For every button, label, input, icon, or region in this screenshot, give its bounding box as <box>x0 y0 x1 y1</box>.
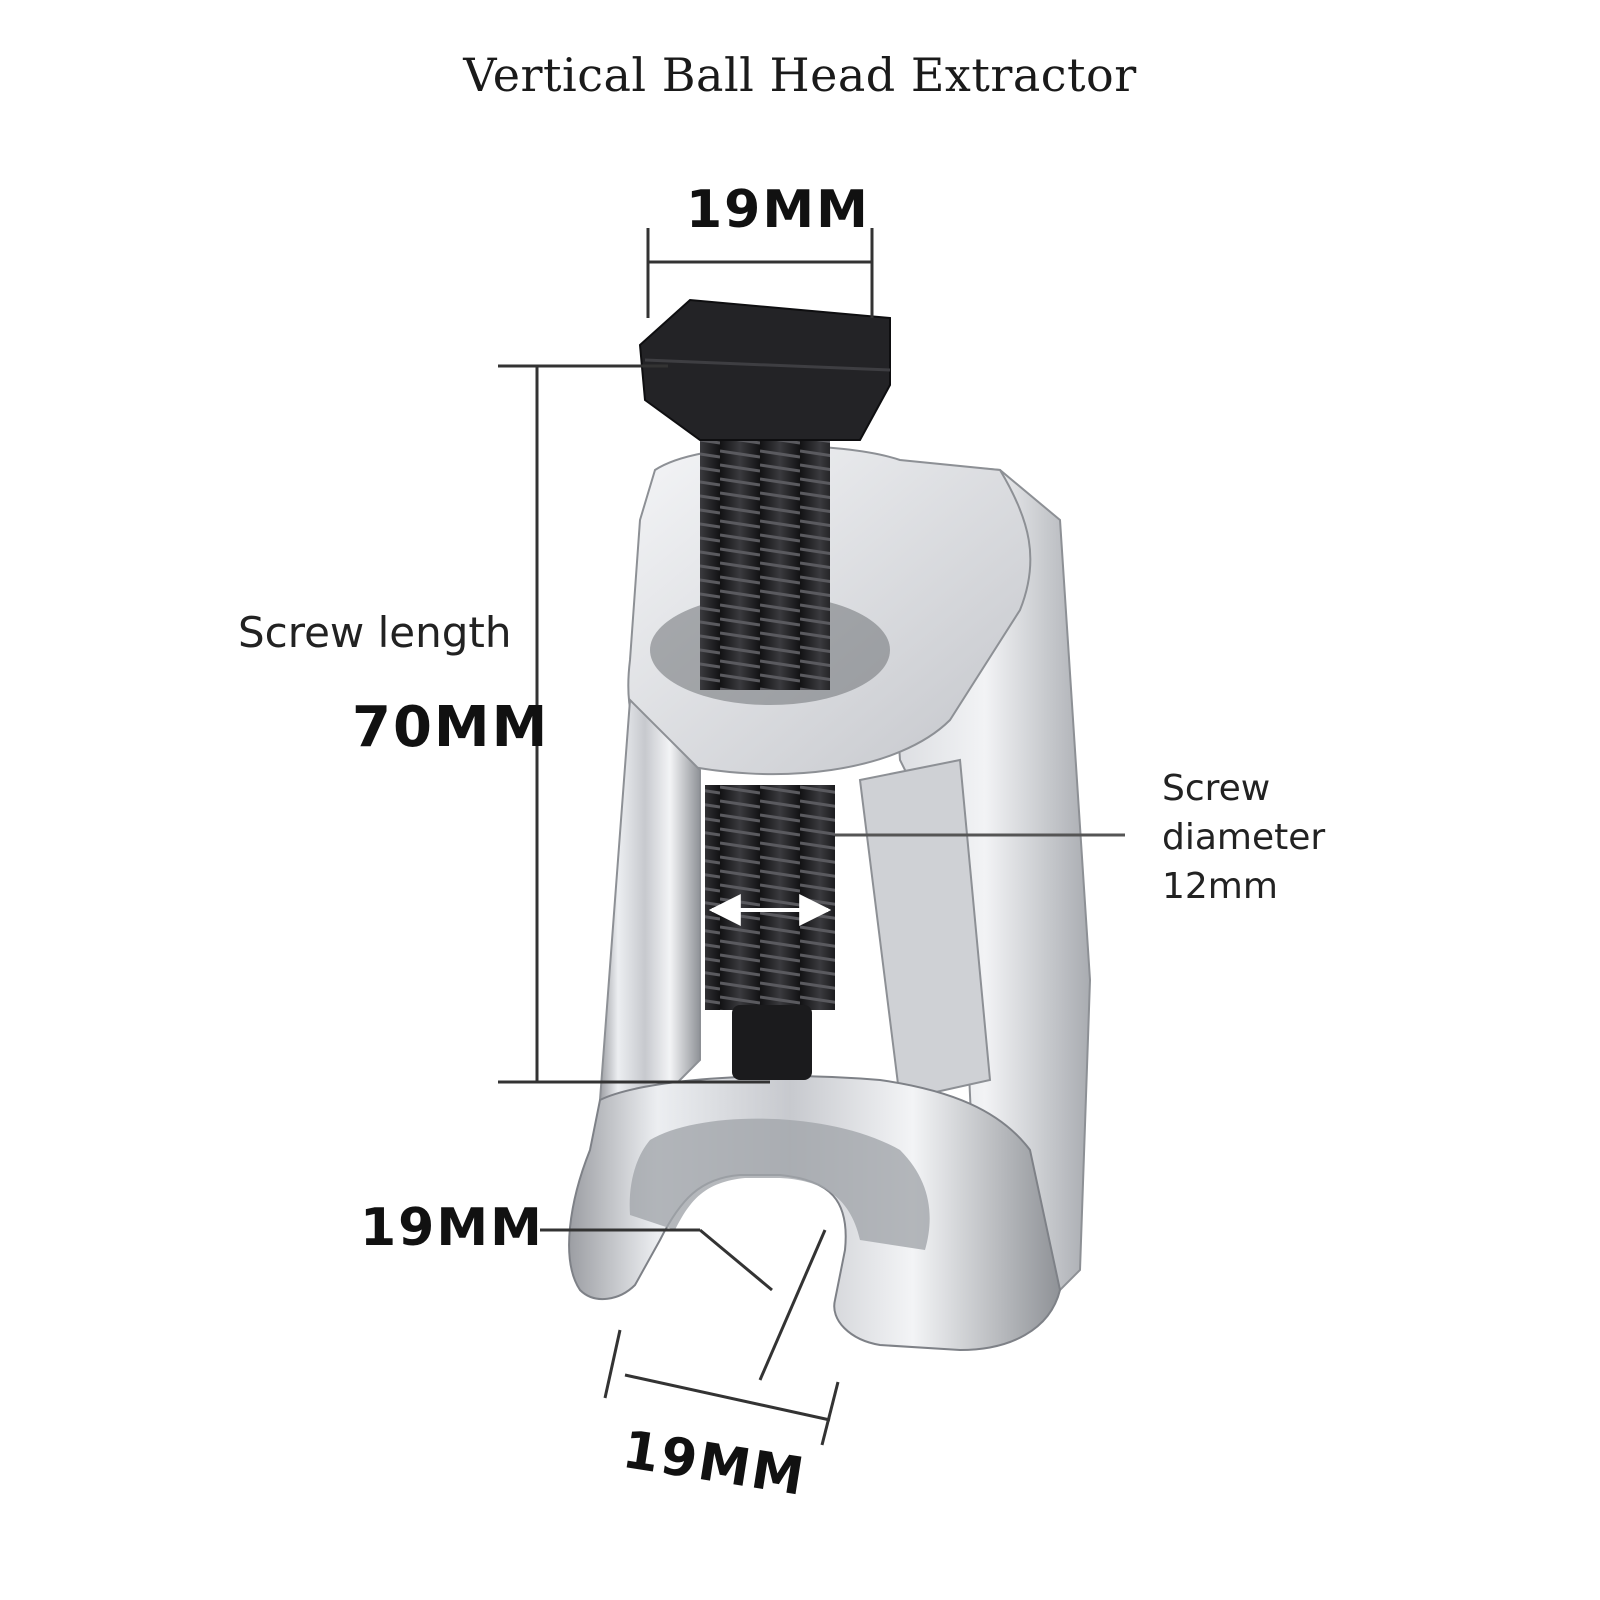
bolt-hex-head <box>638 298 891 441</box>
dim-screw-length <box>498 364 770 1084</box>
dim-head-width <box>646 228 874 318</box>
bolt-shank-upper <box>700 440 830 690</box>
bolt-tip <box>732 1005 812 1080</box>
label-screw-diameter-line3: 12mm <box>1162 866 1278 907</box>
dim-jaw-opening <box>603 1329 840 1446</box>
body-left-column <box>598 697 701 1122</box>
dim-jaw-inner <box>540 1228 827 1381</box>
bolt-shank-lower <box>705 785 835 1010</box>
label-screw-length-caption: Screw length <box>238 608 512 657</box>
label-screw-diameter-line2: diameter <box>1162 817 1326 858</box>
label-head-width: 19MM <box>686 180 870 240</box>
jaw-recess <box>629 1118 930 1250</box>
label-screw-diameter-line1: Screw <box>1162 768 1271 809</box>
dim-screw-diameter <box>708 833 1125 926</box>
label-jaw-inner: 19MM <box>360 1198 544 1258</box>
bolt <box>638 298 891 1080</box>
body-right-column <box>858 758 992 1102</box>
diagram-title: Vertical Ball Head Extractor <box>463 48 1137 102</box>
bolt-hex-facet <box>644 358 891 372</box>
label-screw-length-value: 70MM <box>352 695 550 760</box>
